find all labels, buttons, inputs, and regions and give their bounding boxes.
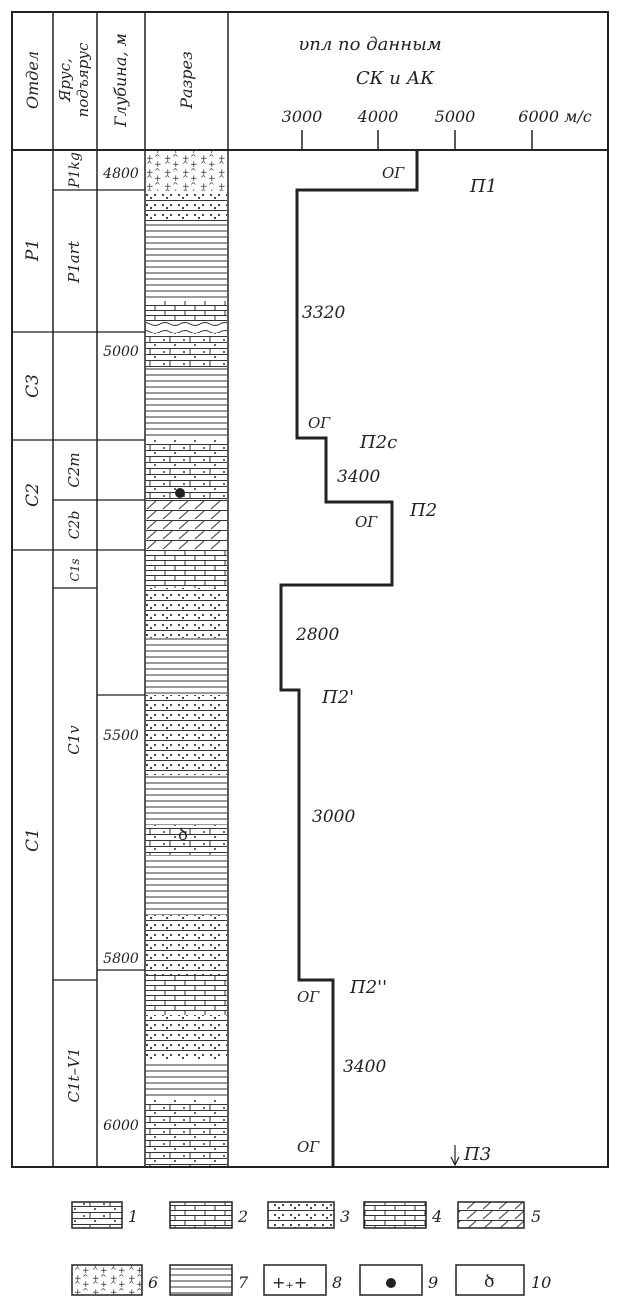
legend-swatch	[169, 1264, 233, 1296]
legend-swatch	[263, 1264, 327, 1296]
horizon-label: П2''	[349, 977, 387, 998]
legend-number: 9	[428, 1273, 438, 1292]
legend-swatch	[71, 1201, 123, 1229]
velocity-value: 2800	[295, 625, 339, 645]
horizon-label: П1	[469, 176, 497, 197]
otdel-label: C1	[23, 828, 43, 852]
legend-swatch	[71, 1264, 143, 1296]
velocity-value: 3400	[337, 467, 380, 487]
legend-swatch	[267, 1201, 335, 1229]
legend: 1 2 3 4 5 6 7 +₊+ 8 9 ծ 10	[71, 1201, 551, 1296]
legend-number: 6	[148, 1273, 158, 1292]
legend-number: 7	[238, 1273, 249, 1292]
velocity-tick-label: 6000 м/с	[518, 107, 591, 126]
yarus-label: P1art	[65, 240, 83, 284]
depth-label: 6000	[103, 1118, 139, 1134]
velocity-tick-label: 5000	[435, 107, 476, 126]
svg-text:ծ: ծ	[178, 825, 188, 844]
table-frame	[11, 11, 609, 1168]
legend-swatch	[169, 1201, 233, 1229]
depth-label: 5800	[103, 951, 139, 967]
header-section: Разрез	[177, 51, 196, 109]
legend-swatch	[457, 1201, 525, 1229]
header-yarus-2: подъярус	[74, 42, 92, 117]
yarus-label: C1s	[68, 559, 82, 582]
legend-number: 5	[531, 1207, 541, 1226]
velocity-tick-label: 3000	[282, 107, 323, 126]
legend-number: 3	[340, 1207, 350, 1226]
depth-label: 5500	[103, 728, 139, 744]
legend-swatch	[455, 1264, 525, 1296]
og-label: ОГ	[297, 1138, 320, 1156]
horizon-label: П2c	[359, 432, 397, 453]
legend-swatch	[363, 1201, 427, 1229]
otdel-label: P1	[23, 239, 43, 262]
velocity-value: 3000	[312, 807, 355, 827]
depth-label: 5000	[103, 344, 139, 360]
header-otdel: Отдел	[23, 51, 42, 109]
og-label: ОГ	[355, 513, 378, 531]
legend-number: 1	[128, 1207, 138, 1226]
og-label: ОГ	[297, 988, 320, 1006]
velocity-title-2: СК и АК	[356, 68, 435, 89]
yarus-label: C2b	[67, 511, 83, 540]
p3-arrowhead	[450, 1156, 460, 1167]
velocity-value: 3320	[302, 303, 345, 323]
svg-text:ծ: ծ	[484, 1272, 494, 1292]
horizon-label: П3	[463, 1144, 491, 1165]
depth-label: 4800	[102, 166, 139, 182]
otdel-label: C3	[23, 374, 43, 398]
legend-number: 8	[332, 1273, 342, 1292]
velocity-value: 3400	[343, 1057, 386, 1077]
og-label: ОГ	[308, 414, 331, 432]
yarus-label: C2m	[65, 452, 83, 487]
lithology-column: ծ	[146, 151, 227, 1166]
header-depth: Глубина, м	[111, 33, 130, 128]
legend-number: 2	[237, 1207, 248, 1226]
legend-number: 4	[431, 1207, 442, 1226]
horizon-label: П2'	[321, 687, 354, 708]
horizon-label: П2	[409, 500, 437, 521]
velocity-curve	[279, 150, 419, 1166]
otdel-label: C2	[23, 483, 43, 507]
yarus-label: C1t–V1	[65, 1048, 83, 1103]
legend-number: 10	[531, 1273, 551, 1292]
header-yarus-1: Ярус,	[56, 58, 74, 103]
svg-text:+₊+: +₊+	[272, 1273, 307, 1292]
velocity-title-1: υпл по данным	[298, 34, 441, 55]
velocity-tick-label: 4000	[357, 107, 399, 126]
yarus-label: C1v	[65, 725, 83, 755]
yarus-label: P1kg	[67, 152, 83, 189]
og-label: ОГ	[382, 164, 405, 182]
